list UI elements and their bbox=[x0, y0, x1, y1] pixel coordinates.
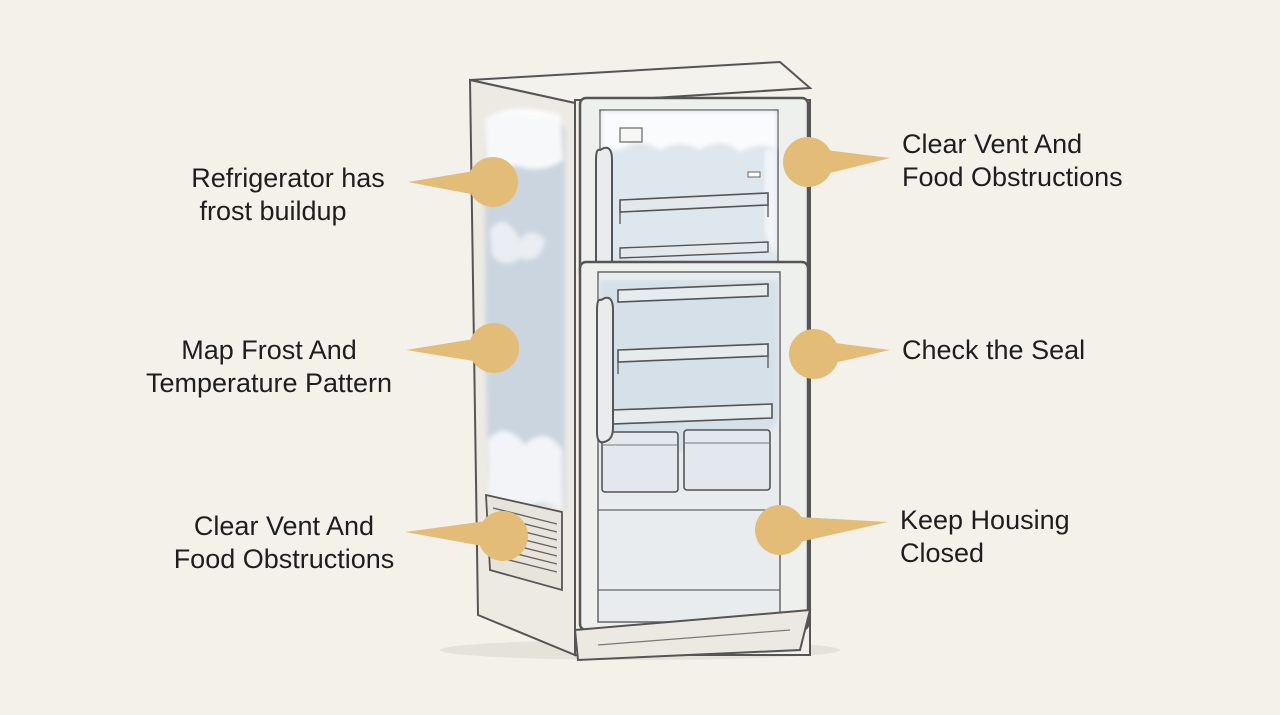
callout-line: Refrigerator has bbox=[191, 163, 385, 193]
callout-keep-housing: Keep Housing Closed bbox=[900, 504, 1070, 570]
pointer-bubble-icon bbox=[406, 323, 519, 373]
callout-line: Food Obstructions bbox=[173, 544, 395, 574]
pointer-bubble-icon bbox=[408, 157, 518, 207]
callout-line: Clear Vent And bbox=[193, 511, 375, 541]
callout-line: Clear Vent And bbox=[902, 129, 1083, 159]
pointer-bubble-icon bbox=[783, 137, 890, 187]
fridge-base bbox=[573, 608, 812, 662]
side-frost bbox=[484, 108, 565, 513]
callout-clear-vent-left: Clear Vent And Food Obstructions bbox=[162, 510, 406, 576]
pointer-bubble-icon bbox=[405, 511, 528, 561]
callout-line: Closed bbox=[900, 538, 985, 568]
callout-check-seal: Check the Seal bbox=[902, 334, 1085, 367]
pointer-bubble-icon bbox=[789, 329, 890, 379]
fridge-handle bbox=[596, 296, 614, 444]
callout-line: Check the Seal bbox=[902, 335, 1086, 365]
callout-clear-vent-right: Clear Vent And Food Obstructions bbox=[902, 128, 1123, 194]
callout-map-frost: Map Frost And Temperature Pattern bbox=[134, 334, 404, 400]
pointer-bubble-icon bbox=[755, 505, 888, 555]
callout-frost-buildup: Refrigerator has frost buildup bbox=[180, 162, 396, 228]
callout-line: Map Frost And bbox=[181, 335, 357, 365]
fresh-food-compartment bbox=[578, 260, 810, 632]
callout-line: Food Obstructions bbox=[902, 162, 1123, 192]
callout-line: Temperature Pattern bbox=[145, 368, 393, 398]
freezer-compartment bbox=[578, 96, 810, 280]
callout-markers bbox=[405, 137, 890, 561]
callout-line: Keep Housing bbox=[900, 505, 1070, 535]
callout-line: frost buildup bbox=[199, 196, 347, 226]
